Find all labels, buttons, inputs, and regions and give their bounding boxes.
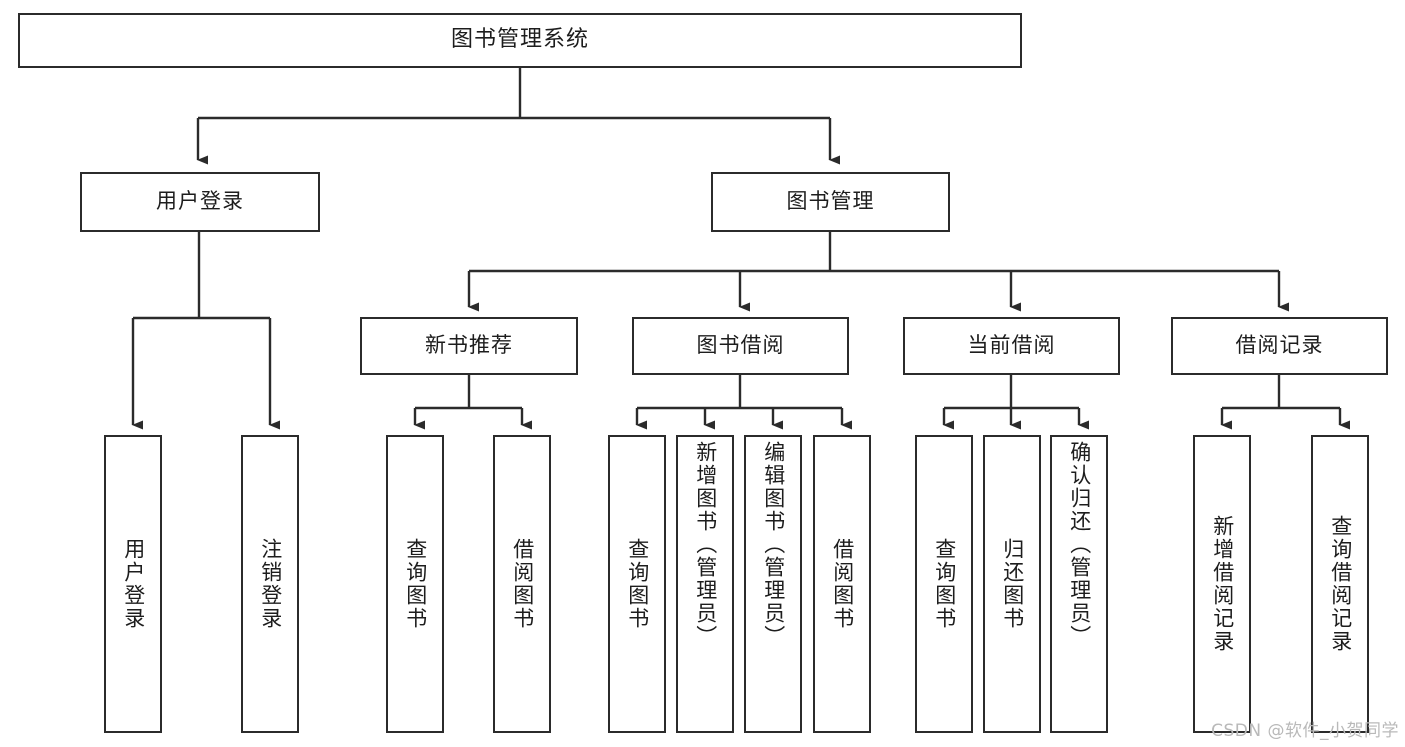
- node-root-book-management-system[interactable]: 图书管理系统: [18, 13, 1022, 68]
- node-label: 归还图书: [1000, 538, 1025, 630]
- node-label: 确认归还（管理员）: [1067, 441, 1092, 648]
- node-label: 查询图书: [932, 538, 957, 630]
- leaf-user-login[interactable]: 用户登录: [104, 435, 162, 733]
- node-label: 借阅图书: [510, 538, 535, 630]
- leaf-add-book-admin[interactable]: 新增图书（管理员）: [676, 435, 734, 733]
- node-label: 新书推荐: [425, 333, 513, 358]
- leaf-add-borrow-record[interactable]: 新增借阅记录: [1193, 435, 1251, 733]
- leaf-borrow-books[interactable]: 借阅图书: [813, 435, 871, 733]
- node-new-book-recommendation[interactable]: 新书推荐: [360, 317, 578, 375]
- node-label: 用户登录: [121, 538, 146, 630]
- leaf-edit-book-admin[interactable]: 编辑图书（管理员）: [744, 435, 802, 733]
- node-current-borrowing[interactable]: 当前借阅: [903, 317, 1120, 375]
- node-label: 查询图书: [403, 538, 428, 630]
- node-label: 查询借阅记录: [1328, 515, 1353, 653]
- leaf-confirm-return-admin[interactable]: 确认归还（管理员）: [1050, 435, 1108, 733]
- node-label: 当前借阅: [967, 333, 1056, 358]
- watermark-text: CSDN @软件_小贺同学: [1211, 721, 1399, 741]
- node-label: 用户登录: [156, 189, 244, 214]
- leaf-query-books-recommend[interactable]: 查询图书: [386, 435, 444, 733]
- node-borrowing-record[interactable]: 借阅记录: [1171, 317, 1388, 375]
- node-label: 编辑图书（管理员）: [761, 441, 786, 648]
- node-book-management[interactable]: 图书管理: [711, 172, 950, 232]
- node-label: 借阅记录: [1235, 333, 1324, 358]
- node-label: 查询图书: [625, 538, 650, 630]
- leaf-query-borrow-record[interactable]: 查询借阅记录: [1311, 435, 1369, 733]
- node-label: 注销登录: [258, 538, 283, 630]
- node-user-login[interactable]: 用户登录: [80, 172, 320, 232]
- node-book-borrowing[interactable]: 图书借阅: [632, 317, 849, 375]
- leaf-query-books-current[interactable]: 查询图书: [915, 435, 973, 733]
- node-label: 图书管理系统: [450, 27, 589, 53]
- leaf-logout-login[interactable]: 注销登录: [241, 435, 299, 733]
- node-label: 新增借阅记录: [1210, 515, 1235, 653]
- node-label: 图书借阅: [696, 333, 785, 358]
- node-label: 借阅图书: [830, 538, 855, 630]
- leaf-borrow-books-recommend[interactable]: 借阅图书: [493, 435, 551, 733]
- leaf-query-books-borrow[interactable]: 查询图书: [608, 435, 666, 733]
- node-label: 新增图书（管理员）: [693, 441, 718, 648]
- leaf-return-books[interactable]: 归还图书: [983, 435, 1041, 733]
- node-label: 图书管理: [786, 189, 875, 214]
